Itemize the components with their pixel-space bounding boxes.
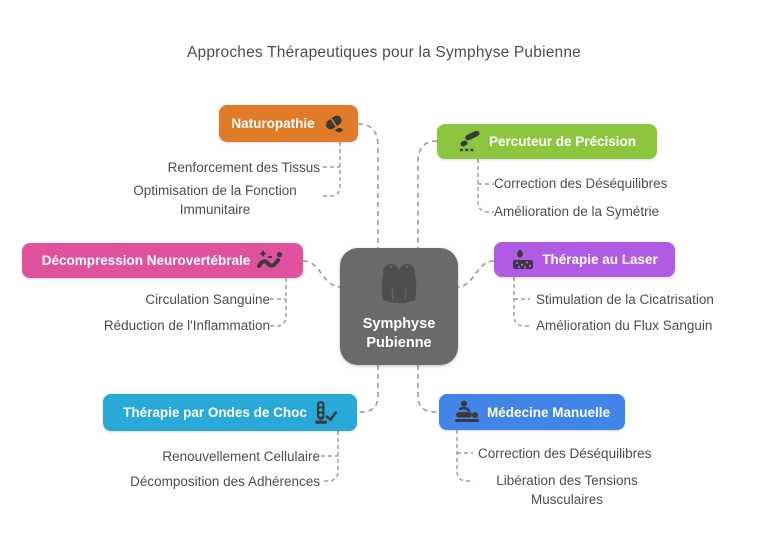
node-laser: Thérapie au Laser bbox=[494, 242, 675, 277]
item-line-ondes bbox=[321, 431, 339, 482]
item-percuteur-2: Amélioration de la Symétrie bbox=[494, 204, 660, 219]
node-laser-label: Thérapie au Laser bbox=[542, 252, 658, 267]
laser-skin-icon bbox=[511, 248, 535, 272]
massage-icon bbox=[454, 400, 480, 424]
connector-naturopathie-center bbox=[357, 123, 379, 248]
item-naturopathie-1: Renforcement des Tissus bbox=[167, 160, 320, 175]
item-naturopathie-2: Optimisation de la Fonction Immunitaire bbox=[133, 183, 297, 217]
item-manuelle-2: Libération des Tensions Musculaires bbox=[496, 473, 638, 507]
connector-decompression-center bbox=[302, 260, 341, 288]
item-line-manuelle bbox=[456, 430, 473, 482]
node-naturopathie-label: Naturopathie bbox=[231, 116, 315, 131]
torso-icon bbox=[374, 260, 424, 311]
node-ondes: Thérapie par Ondes de Choc bbox=[103, 394, 357, 431]
item-laser-2: Amélioration du Flux Sanguin bbox=[536, 318, 713, 333]
item-ondes-1: Renouvellement Cellulaire bbox=[162, 449, 320, 464]
shockwave-device-icon bbox=[314, 400, 337, 426]
connector-center-manuelle bbox=[417, 365, 439, 413]
connector-laser-center bbox=[457, 260, 495, 288]
item-line-decompression bbox=[270, 278, 287, 327]
connector-center-ondes bbox=[357, 365, 379, 413]
node-ondes-label: Thérapie par Ondes de Choc bbox=[123, 405, 307, 420]
center-node-symphyse-pubienne: Symphyse Pubienne bbox=[340, 248, 458, 365]
center-label-line2: Pubienne bbox=[366, 335, 432, 351]
center-label-line1: Symphyse bbox=[362, 316, 436, 332]
item-manuelle-1: Correction des Déséquilibres bbox=[478, 446, 652, 461]
capsule-icon bbox=[322, 112, 346, 136]
node-naturopathie: Naturopathie bbox=[219, 105, 358, 142]
node-decompression-label: Décompression Neurovertébrale bbox=[41, 253, 251, 268]
item-decompression-2: Réduction de l'Inflammation bbox=[103, 318, 270, 333]
item-line-percuteur bbox=[477, 159, 494, 213]
connector-percuteur-center bbox=[417, 140, 438, 248]
node-manuelle-label: Médecine Manuelle bbox=[486, 404, 611, 420]
node-percuteur-label: Percuteur de Précision bbox=[488, 134, 637, 149]
page-title: Approches Thérapeutiques pour la Symphys… bbox=[186, 44, 582, 61]
spine-wave-icon bbox=[257, 249, 283, 273]
item-percuteur-1: Correction des Déséquilibres bbox=[494, 176, 668, 191]
node-decompression: Décompression Neurovertébrale bbox=[22, 243, 303, 278]
item-line-laser bbox=[513, 277, 530, 327]
item-ondes-2: Décomposition des Adhérences bbox=[130, 474, 320, 489]
item-line-naturopathie bbox=[323, 142, 341, 197]
item-decompression-1: Circulation Sanguine bbox=[145, 292, 270, 307]
node-manuelle: Médecine Manuelle bbox=[439, 394, 625, 430]
item-laser-1: Stimulation de la Cicatrisation bbox=[536, 292, 714, 307]
percussion-tool-icon bbox=[458, 130, 482, 153]
node-percuteur: Percuteur de Précision bbox=[437, 124, 657, 159]
center-node-label: Symphyse Pubienne bbox=[363, 315, 436, 353]
